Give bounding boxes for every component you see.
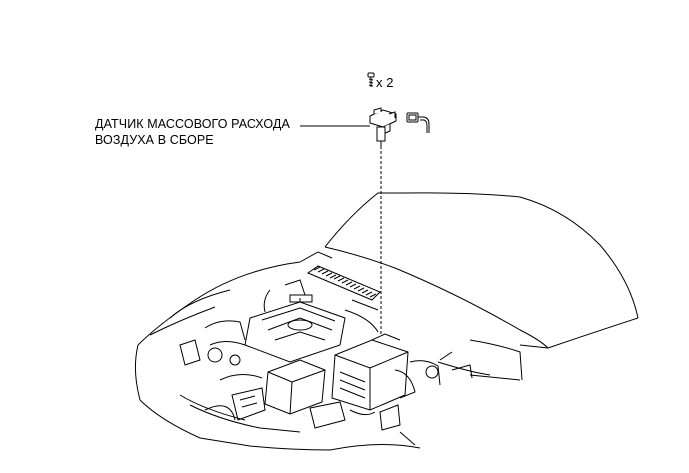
air-cleaner-box: [331, 333, 409, 411]
engine-cover: [244, 294, 346, 363]
engine-components: [179, 279, 473, 431]
bolt-icon: [367, 72, 375, 87]
part-label-line-1: ДАТЧИК МАССОВОГО РАСХОДА: [95, 117, 290, 131]
part-label-line-2: ВОЗДУХА В СБОРЕ: [95, 133, 214, 147]
engine-bay-drawing: [134, 192, 639, 451]
connector-icon: [406, 112, 430, 133]
bolt-quantity-label: x 2: [376, 75, 394, 90]
battery: [264, 359, 326, 415]
mass-air-flow-sensor-icon: [369, 107, 397, 146]
cowl-vent: [306, 265, 381, 301]
